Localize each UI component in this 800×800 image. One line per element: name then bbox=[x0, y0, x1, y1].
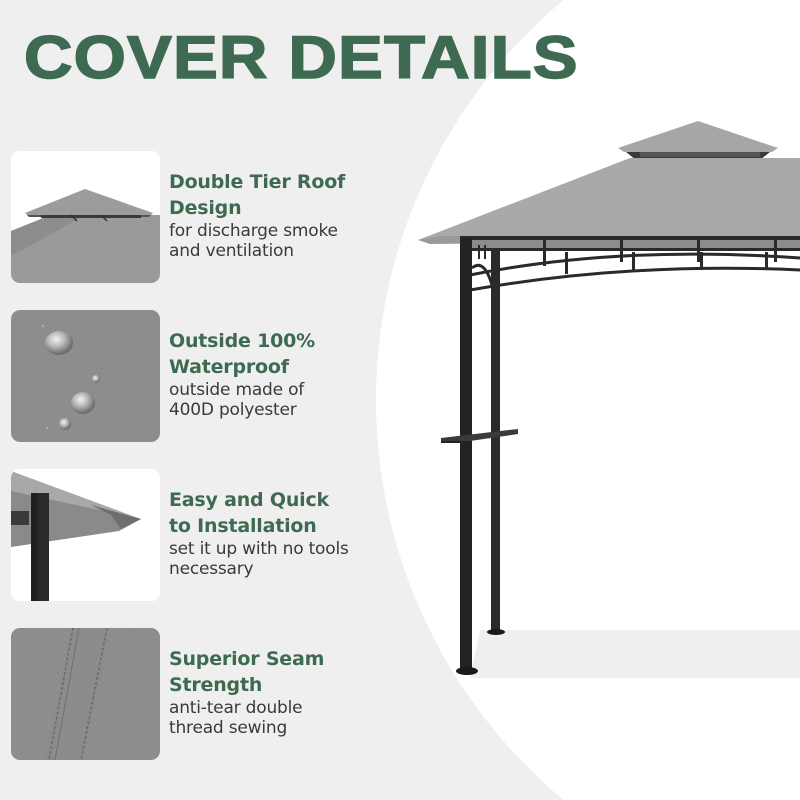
page-title: COVER DETAILS bbox=[23, 24, 579, 91]
feature-heading: Outside 100% bbox=[169, 330, 315, 352]
feature-description: set it up with no tools bbox=[169, 539, 349, 559]
double-tier-roof-image bbox=[11, 151, 160, 283]
feature-description: and ventilation bbox=[169, 241, 294, 261]
feature-description: thread sewing bbox=[169, 718, 288, 738]
water-droplets-image bbox=[11, 310, 160, 442]
feature-double-tier-roof: Double Tier Roof Design for discharge sm… bbox=[11, 151, 371, 283]
feature-easy-installation: Easy and Quick to Installation set it up… bbox=[11, 469, 371, 601]
gazebo-hero-image bbox=[400, 110, 800, 710]
frame-corner-image bbox=[11, 469, 160, 601]
feature-heading: Superior Seam bbox=[169, 648, 325, 670]
double-stitched-seam-image bbox=[11, 628, 160, 760]
feature-description: 400D polyester bbox=[169, 400, 297, 420]
feature-waterproof: Outside 100% Waterproof outside made of … bbox=[11, 310, 371, 442]
feature-heading: Waterproof bbox=[169, 356, 289, 378]
feature-heading: Strength bbox=[169, 674, 263, 696]
feature-description: for discharge smoke bbox=[169, 221, 338, 241]
feature-description: outside made of bbox=[169, 380, 305, 400]
feature-heading: Design bbox=[169, 197, 242, 219]
feature-description: anti-tear double bbox=[169, 698, 303, 718]
feature-heading: to Installation bbox=[169, 515, 317, 537]
feature-heading: Easy and Quick bbox=[169, 489, 329, 511]
feature-description: necessary bbox=[169, 559, 254, 579]
feature-seam-strength: Superior Seam Strength anti-tear double … bbox=[11, 628, 371, 760]
feature-heading: Double Tier Roof bbox=[169, 171, 346, 193]
